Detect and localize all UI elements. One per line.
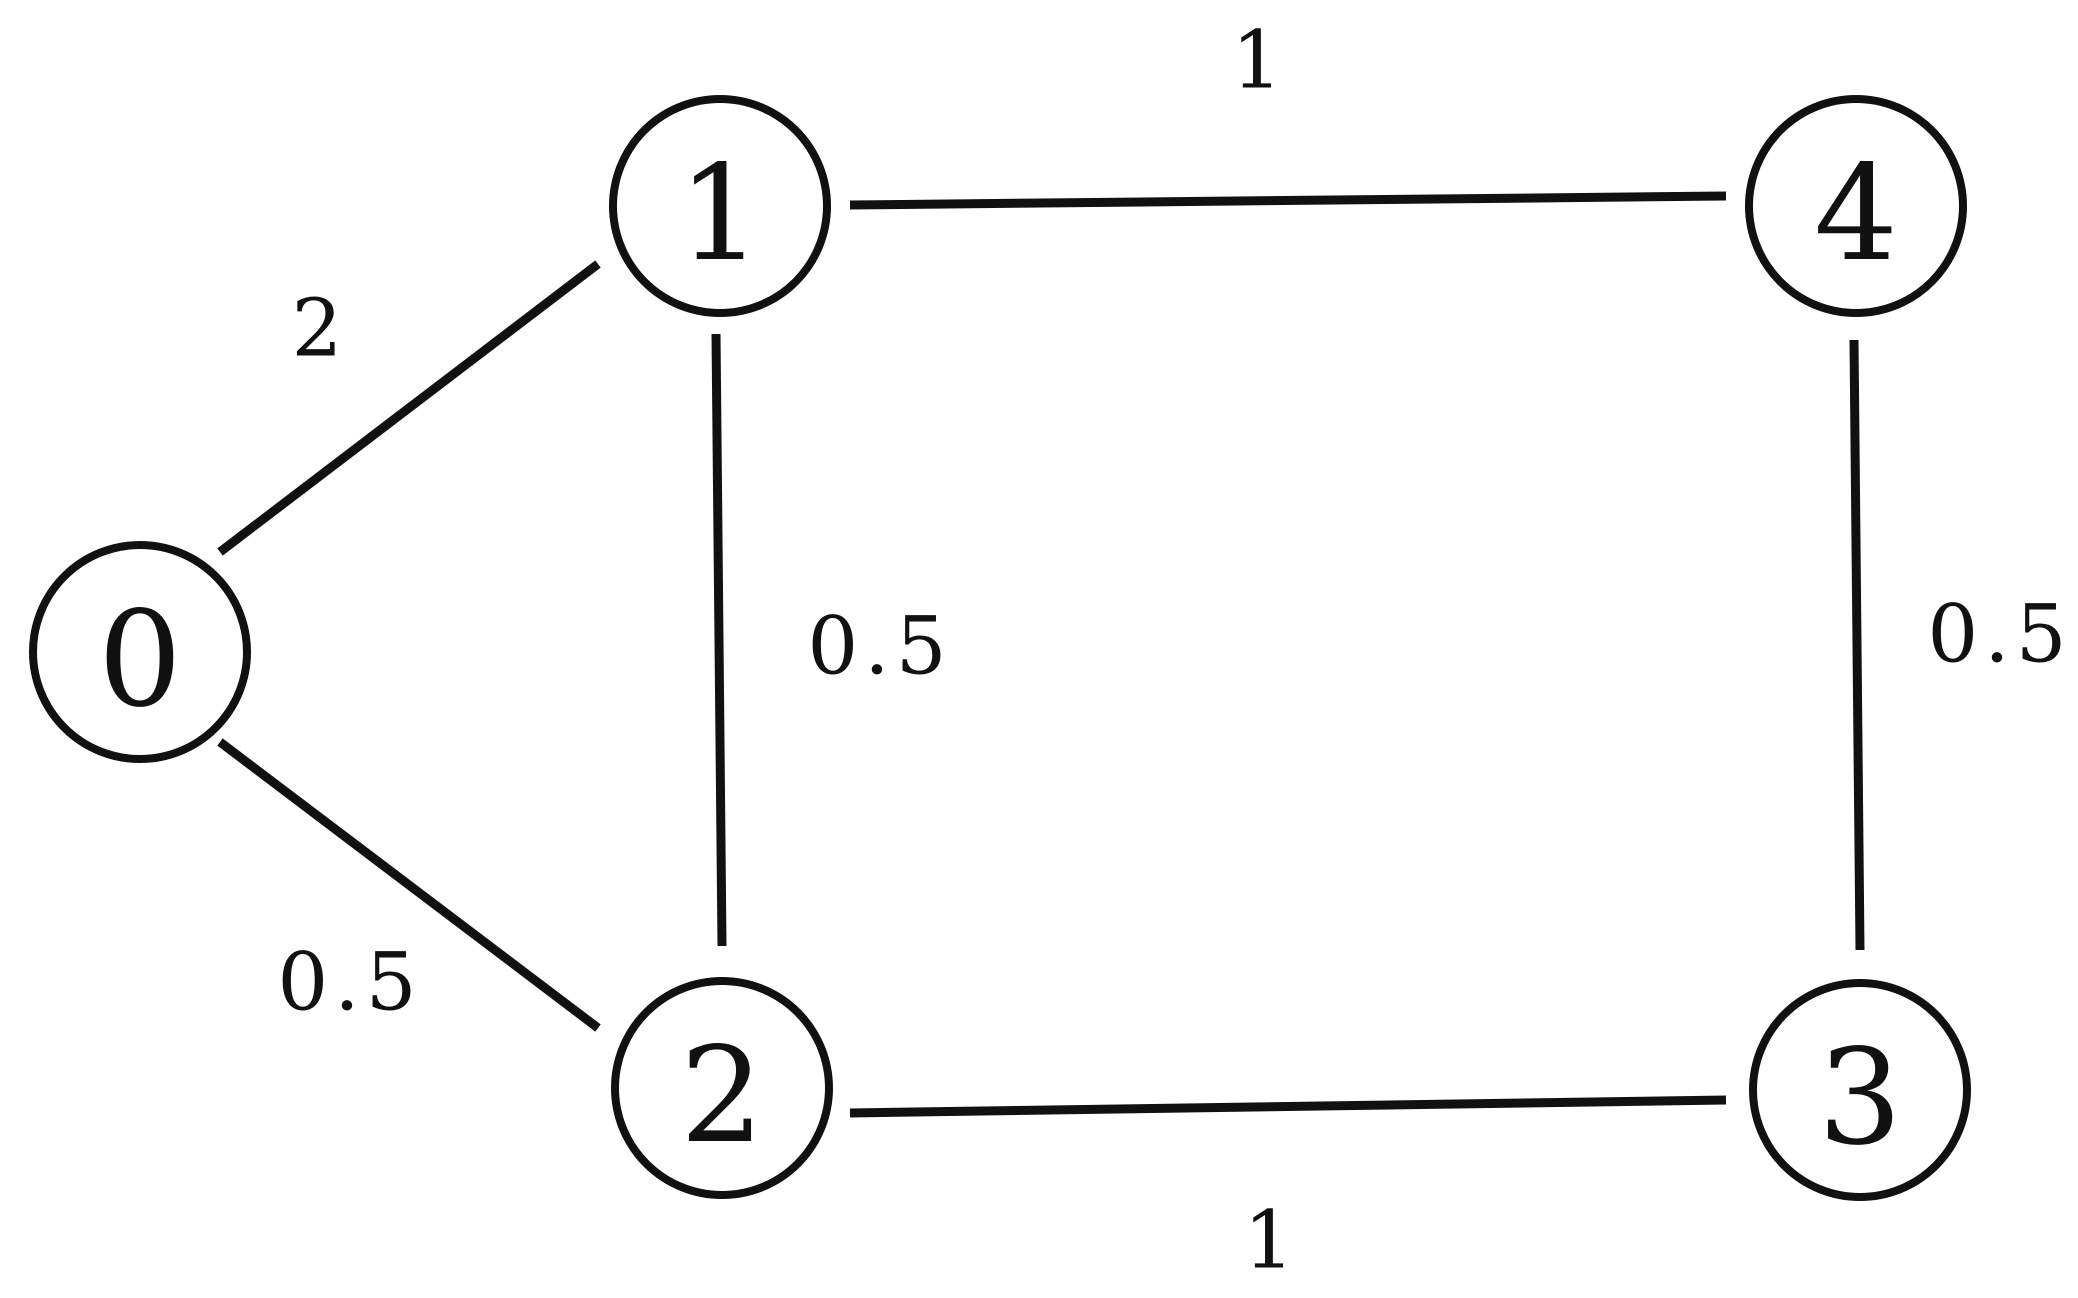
edge-1-4 <box>849 191 1727 210</box>
node-label-0: 0 <box>98 583 182 737</box>
graph-node-4: 4 <box>1745 95 1967 317</box>
edge-4-3 <box>1849 339 1865 951</box>
graph-node-2: 2 <box>611 977 833 1199</box>
edge-0-2 <box>217 738 601 1032</box>
edge-weight-2-3: 1 <box>1244 1194 1301 1287</box>
edge-weight-0-2: 0.5 <box>277 936 422 1029</box>
graph-node-3: 3 <box>1749 979 1971 1201</box>
edge-weight-4-3: 0.5 <box>1927 588 2072 681</box>
node-label-3: 3 <box>1818 1021 1902 1175</box>
edge-weight-1-2: 0.5 <box>807 600 952 693</box>
edge-weight-0-1: 2 <box>292 282 349 375</box>
node-label-2: 2 <box>680 1019 764 1173</box>
node-label-1: 1 <box>678 137 762 291</box>
graph-node-0: 0 <box>29 541 251 763</box>
edge-weight-1-4: 1 <box>1232 14 1289 107</box>
edge-2-3 <box>849 1095 1727 1118</box>
graph-node-1: 1 <box>609 95 831 317</box>
edge-0-1 <box>217 260 601 556</box>
node-label-4: 4 <box>1814 137 1898 291</box>
edge-1-2 <box>711 333 727 947</box>
